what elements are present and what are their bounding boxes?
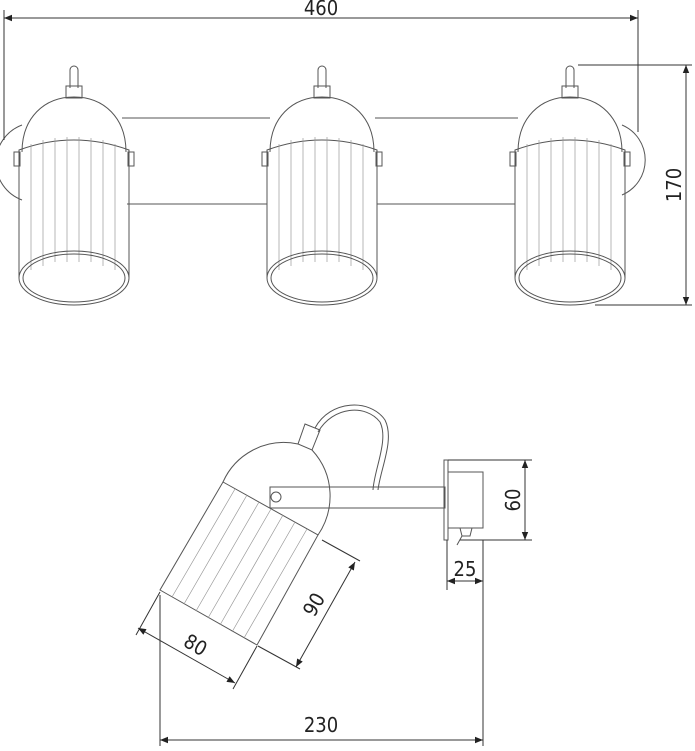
projection-label: 230: [304, 713, 338, 737]
height-dimension: 170: [578, 64, 692, 306]
lamp-center: [261, 65, 383, 306]
shade-dome: [222, 442, 331, 536]
mounting-bar: [122, 117, 646, 205]
base-depth-label: 25: [454, 557, 477, 581]
side-view: 60 25 230 90 80: [135, 404, 532, 746]
cable: [314, 404, 389, 491]
width-dimension: 460: [3, 0, 639, 140]
switch: [456, 527, 473, 546]
height-label: 170: [662, 168, 686, 202]
shade-diameter-dimension: 80: [135, 591, 258, 690]
lamp-left: [13, 65, 135, 306]
base-height-label: 60: [501, 489, 525, 512]
width-label: 460: [304, 0, 338, 20]
shade-diameter-label: 80: [180, 629, 212, 661]
base-depth-dimension: 25: [446, 540, 483, 590]
base-height-dimension: 60: [448, 459, 532, 541]
lamp-right: [509, 65, 631, 306]
shade-neck: [297, 423, 321, 451]
front-view: 460 170: [0, 0, 692, 306]
base-box: [447, 471, 484, 529]
shade-body: [159, 481, 319, 646]
arm: [269, 486, 446, 509]
wall-mount-disc: [0, 124, 23, 201]
